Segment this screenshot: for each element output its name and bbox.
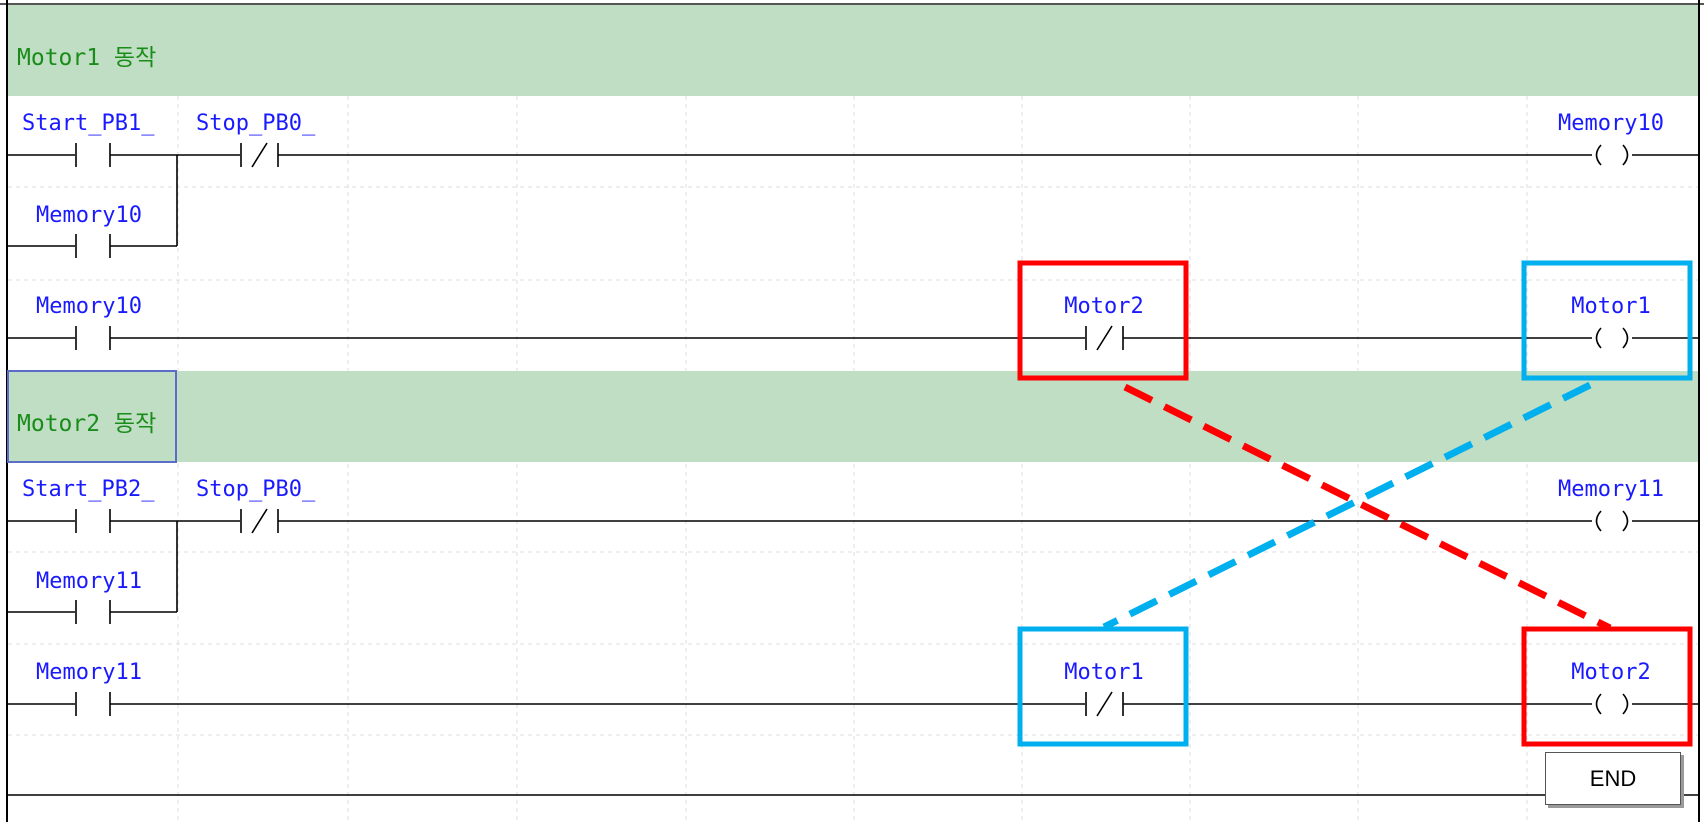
normally-open-contact-icon [75,509,111,533]
coil-memory11[interactable]: Memory11 [1558,477,1664,502]
contact-memory11-seal[interactable]: Memory11 [36,569,142,594]
rung-comment-1[interactable]: Motor1 동작 [8,5,1698,96]
normally-open-contact-icon [75,692,111,716]
coil-motor2[interactable]: Motor2 [1571,660,1651,685]
selection-cursor [7,370,177,463]
interlock-link-red [1123,383,1612,632]
highlight-box-blue [1017,626,1189,747]
output-coil-icon [1595,693,1629,715]
normally-open-contact-icon [75,600,111,624]
normally-closed-contact-icon [240,142,279,168]
output-coil-icon [1595,144,1629,166]
rung-comment-2[interactable]: Motor2 동작 [8,371,1698,462]
highlight-box-red [1521,626,1693,747]
rung-3-wire [8,520,1698,613]
contact-memory11[interactable]: Memory11 [36,660,142,685]
highlight-box-blue [1521,260,1693,381]
output-coil-icon [1595,510,1629,532]
output-coil-icon [1595,327,1629,349]
end-instruction[interactable]: END [1545,752,1681,805]
contact-start-pb2[interactable]: Start_PB2_ [22,477,155,502]
normally-closed-contact-icon [1085,691,1124,717]
coil-memory10[interactable]: Memory10 [1558,111,1664,136]
normally-closed-contact-icon [1085,325,1124,351]
normally-open-contact-icon [75,143,111,167]
highlight-box-red [1017,260,1189,381]
interlock-link-blue [1102,381,1592,631]
normally-open-contact-icon [75,234,111,258]
contact-start-pb1[interactable]: Start_PB1_ [22,111,155,136]
coil-motor1[interactable]: Motor1 [1571,294,1651,319]
contact-motor1-nc[interactable]: Motor1 [1064,660,1144,685]
contact-motor2-nc[interactable]: Motor2 [1064,294,1144,319]
contact-memory10-seal[interactable]: Memory10 [36,203,142,228]
contact-stop-pb0[interactable]: Stop_PB0_ [196,477,316,502]
contact-stop-pb0[interactable]: Stop_PB0_ [196,111,316,136]
comment-text: Motor1 동작 [17,45,157,71]
normally-closed-contact-icon [240,508,279,534]
normally-open-contact-icon [75,326,111,350]
rung-1-wire [8,154,1698,247]
end-label: END [1589,765,1637,791]
contact-memory10[interactable]: Memory10 [36,294,142,319]
comment-text: Motor2 동작 [17,411,157,437]
